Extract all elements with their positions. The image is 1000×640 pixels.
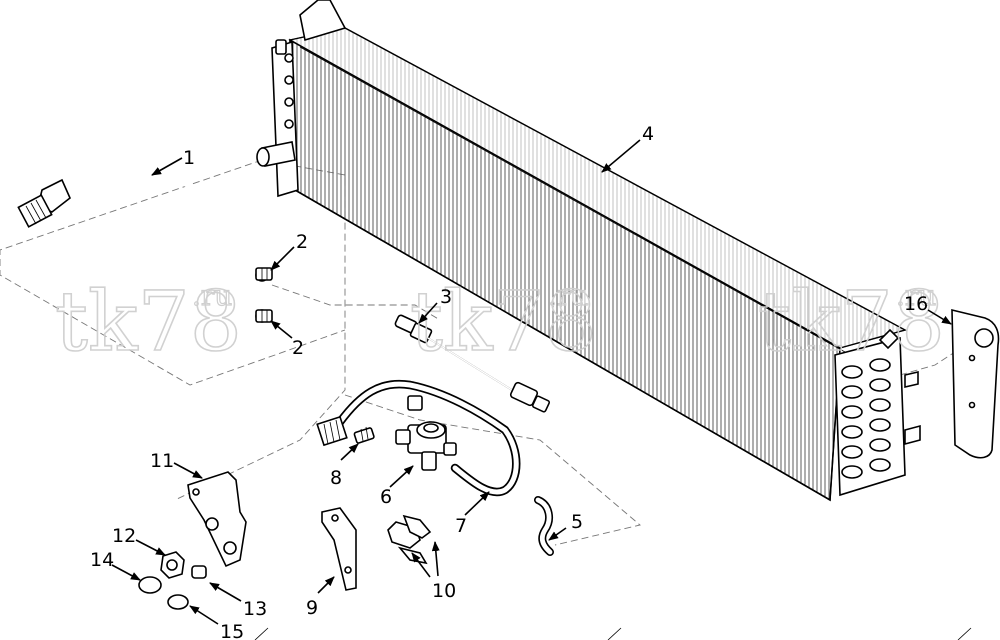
svg-text:tk78: tk78 bbox=[410, 275, 597, 370]
watermarks: tk78 .ru tk78 .ru tk78 .ru bbox=[54, 274, 946, 371]
svg-text:tk78: tk78 bbox=[590, 0, 727, 13]
svg-text:.ru: .ru bbox=[192, 279, 232, 312]
callout-arrows bbox=[111, 139, 952, 625]
svg-text:tk78: tk78 bbox=[758, 275, 945, 370]
sensor-with-cable bbox=[394, 314, 551, 413]
callout-1: 1 bbox=[183, 147, 195, 169]
callout-7: 7 bbox=[455, 515, 467, 537]
svg-text:.ru: .ru bbox=[896, 279, 936, 312]
suction-tube-assembly bbox=[17, 165, 269, 329]
callout-13: 13 bbox=[243, 598, 267, 620]
callout-14: 14 bbox=[90, 549, 114, 571]
callout-8: 8 bbox=[330, 467, 342, 489]
svg-text:tk78: tk78 bbox=[935, 0, 1000, 13]
svg-text:tk78: tk78 bbox=[55, 275, 242, 370]
svg-text:.ru: .ru bbox=[548, 279, 588, 312]
clamps-10 bbox=[387, 514, 432, 565]
liquid-tube bbox=[316, 379, 521, 497]
callout-2-lower: 2 bbox=[292, 337, 304, 359]
bracket-11 bbox=[187, 471, 247, 568]
evaporator-core bbox=[256, 0, 921, 502]
callout-15: 15 bbox=[220, 621, 244, 640]
callout-5: 5 bbox=[571, 511, 583, 533]
fitting-8 bbox=[353, 426, 375, 444]
callout-12: 12 bbox=[112, 525, 136, 547]
callout-9: 9 bbox=[306, 597, 318, 619]
callout-4: 4 bbox=[642, 123, 654, 145]
callout-16: 16 bbox=[904, 293, 928, 315]
callout-2-upper: 2 bbox=[296, 231, 308, 253]
callout-6: 6 bbox=[380, 486, 392, 508]
fittings-2 bbox=[255, 267, 273, 323]
svg-text:tk78: tk78 bbox=[240, 0, 377, 13]
top-watermarks: tk78 tk78 tk78 bbox=[239, 0, 1000, 14]
nut-and-o-rings bbox=[138, 551, 207, 610]
return-bends bbox=[841, 358, 891, 479]
callout-3: 3 bbox=[440, 286, 452, 308]
mounting-plate-16 bbox=[951, 308, 1000, 459]
expansion-valve bbox=[395, 421, 457, 471]
bottom-watermark-fragments bbox=[254, 627, 972, 640]
small-hose bbox=[534, 496, 554, 556]
callout-labels: 1 2 2 3 4 5 6 7 8 9 10 11 12 13 14 15 16 bbox=[90, 123, 928, 640]
callout-11: 11 bbox=[150, 450, 174, 472]
bracket-9 bbox=[321, 507, 357, 591]
callout-10: 10 bbox=[432, 580, 456, 602]
